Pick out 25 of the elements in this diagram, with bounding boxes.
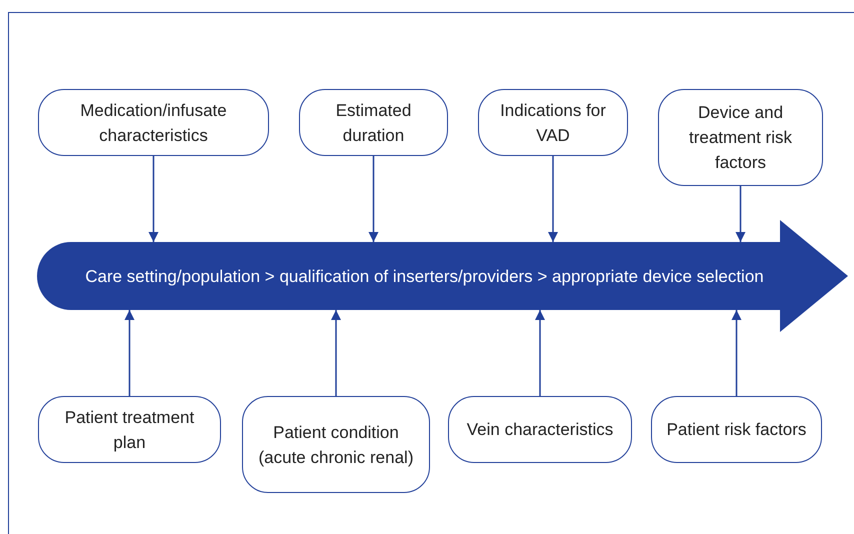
box-label: Vein characteristics	[466, 419, 614, 441]
box-label: Indications for VAD	[499, 100, 607, 146]
box-label: Patient condition (acute chronic renal)	[258, 422, 414, 468]
arrow	[535, 310, 545, 396]
arrow	[148, 156, 158, 242]
arrow	[736, 186, 746, 242]
rounded-box	[658, 89, 823, 186]
rounded-box	[38, 89, 269, 156]
arrow-label: Care setting/population > qualification of inserters/providers > appropriate device selection	[84, 266, 765, 288]
rounded-box	[38, 396, 221, 463]
rounded-box	[448, 396, 632, 463]
rounded-box	[242, 396, 430, 493]
rounded-box	[651, 396, 822, 463]
rounded-box	[299, 89, 448, 156]
box-label: Patient treatment plan	[64, 406, 196, 454]
box-label: Device and treatment risk factors	[688, 102, 793, 174]
arrow	[368, 156, 378, 242]
box-label: Estimated duration	[334, 100, 412, 146]
arrow	[548, 156, 558, 242]
arrow	[732, 310, 742, 396]
arrow	[124, 310, 134, 396]
rounded-box	[478, 89, 628, 156]
arrow	[331, 310, 341, 396]
box-label: Medication/infusate characteristics	[79, 100, 228, 146]
box-label: Patient risk factors	[666, 419, 806, 441]
